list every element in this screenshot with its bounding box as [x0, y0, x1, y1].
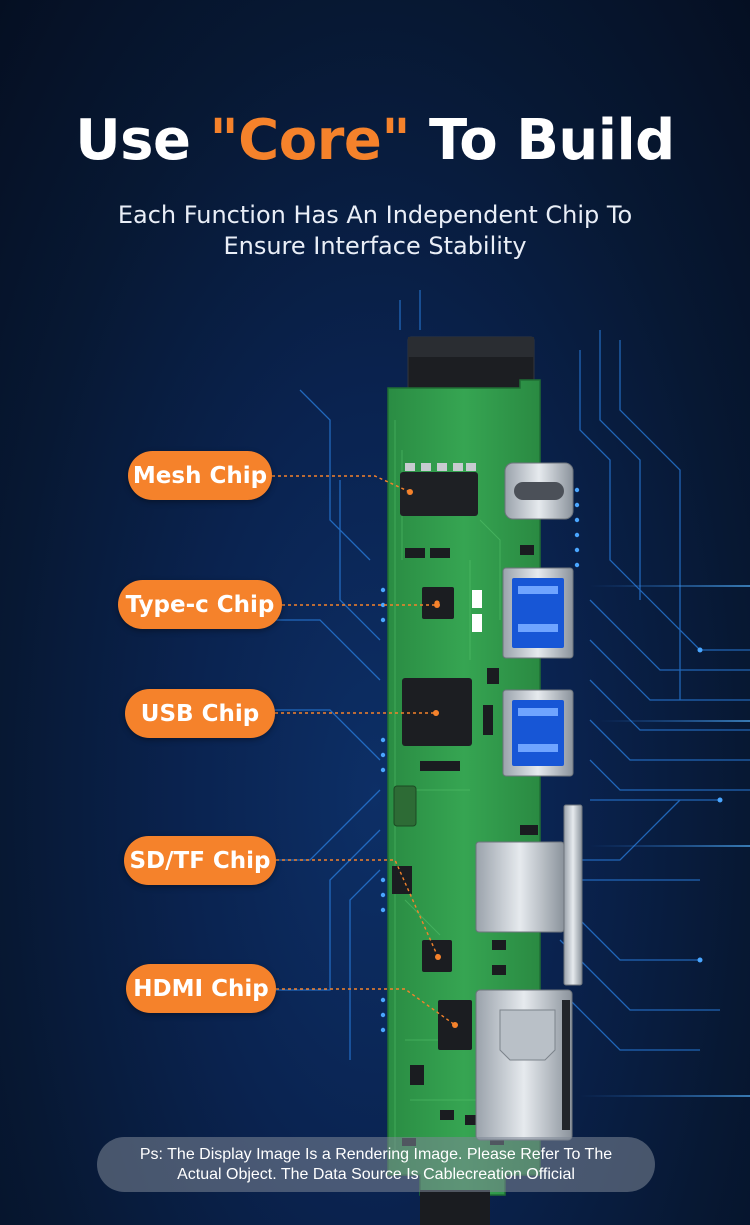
- trace-nodes: [380, 487, 723, 1033]
- headline-prefix: Use: [75, 108, 210, 173]
- capacitor: [393, 785, 417, 827]
- tf-card-slot: [563, 804, 583, 986]
- cable-plug: [420, 1190, 490, 1225]
- headline-suffix: To Build: [410, 108, 675, 173]
- label-hdmi-chip: HDMI Chip: [126, 964, 276, 1013]
- hdmi-port: [475, 989, 573, 1141]
- headline: Use "Core" To Build: [0, 108, 750, 173]
- disclaimer-note: Ps: The Display Image Is a Rendering Ima…: [97, 1137, 655, 1192]
- label-typec-chip: Type-c Chip: [118, 580, 282, 629]
- subtitle: Each Function Has An Independent Chip To…: [117, 201, 633, 260]
- sd-card-slot: [475, 841, 565, 933]
- label-usb-chip: USB Chip: [125, 689, 275, 738]
- mesh-chip: [400, 472, 478, 516]
- label-mesh-chip: Mesh Chip: [128, 451, 272, 500]
- right-glow-lines: [580, 585, 750, 1097]
- usb-port-1: [502, 567, 574, 659]
- label-sdtf-chip: SD/TF Chip: [124, 836, 276, 885]
- leader-lines: [272, 475, 456, 1026]
- headline-highlight: "Core": [209, 108, 411, 173]
- sdtf-aux-chip: [392, 866, 412, 894]
- usb-port-2: [502, 689, 574, 777]
